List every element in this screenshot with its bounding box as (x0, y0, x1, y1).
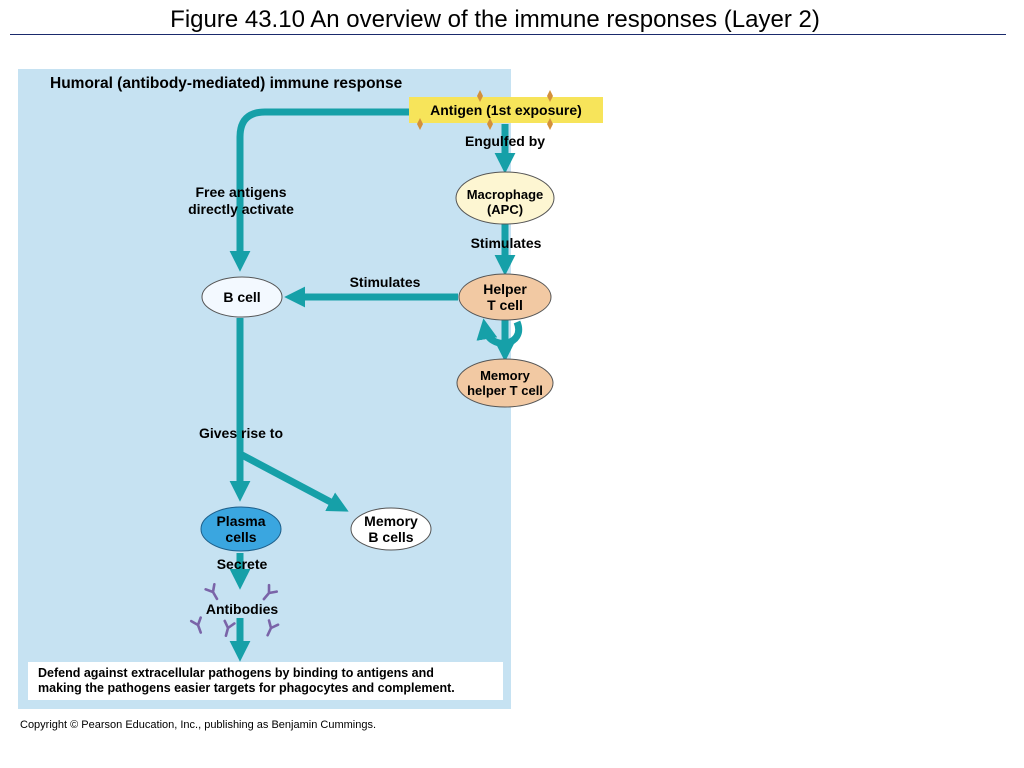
diagram-panel (18, 69, 511, 709)
macrophage-node (455, 171, 555, 225)
memory-b-cells-label-line2: B cells (368, 529, 413, 545)
title-divider (10, 34, 1006, 35)
memory-b-cells-node (350, 507, 432, 551)
antibody-icon (219, 619, 236, 639)
arrow-bcell-to-memory-b (240, 451, 349, 512)
secrete-label: Secrete (217, 556, 268, 572)
memory-helper-label: Memory (480, 368, 531, 383)
helper-t-cell-label: Helper (483, 281, 527, 297)
plasma-cells-node (200, 506, 282, 552)
diagram-heading: Humoral (antibody-mediated) immune respo… (50, 75, 403, 92)
b-cell-node (201, 276, 283, 318)
memory-helper-label-line2: helper T cell (467, 383, 543, 398)
helper-t-cell-label-line2: T cell (487, 297, 523, 313)
macrophage-label-line2: (APC) (487, 202, 523, 217)
antibody-icon (261, 619, 280, 639)
stimulates-macrophage-label: Stimulates (471, 235, 542, 251)
antibody-icon (204, 583, 223, 603)
stimulates-helper-label: Stimulates (350, 274, 421, 290)
memory-helper-t-cell-node (456, 358, 554, 408)
engulfed-by-label: Engulfed by (465, 133, 545, 149)
outcome-text: Defend against extracellular pathogens b… (38, 666, 434, 680)
antigen-box (409, 97, 603, 123)
slide-title: Figure 43.10 An overview of the immune r… (170, 6, 820, 33)
antibody-icon (258, 583, 278, 604)
copyright-notice: Copyright © Pearson Education, Inc., pub… (20, 719, 377, 731)
outcome-box (28, 662, 503, 700)
antibody-icon (189, 616, 207, 636)
arrow-helper-self-loop (476, 318, 523, 347)
b-cell-label: B cell (223, 289, 260, 305)
macrophage-label: Macrophage (467, 187, 544, 202)
free-antigens-label: Free antigens (195, 184, 286, 200)
gives-rise-to-label: Gives rise to (199, 425, 283, 441)
arrow-antigen-to-bcell (229, 108, 412, 272)
memory-b-cells-label: Memory (364, 513, 418, 529)
free-antigens-label-line2: directly activate (188, 201, 294, 217)
plasma-cells-label: Plasma (216, 513, 265, 529)
antigen-label: Antigen (1st exposure) (430, 102, 582, 118)
plasma-cells-label-line2: cells (225, 529, 256, 545)
helper-t-cell-node (458, 273, 552, 321)
outcome-text-line2: making the pathogens easier targets for … (38, 681, 455, 695)
antibodies-label: Antibodies (206, 601, 279, 617)
